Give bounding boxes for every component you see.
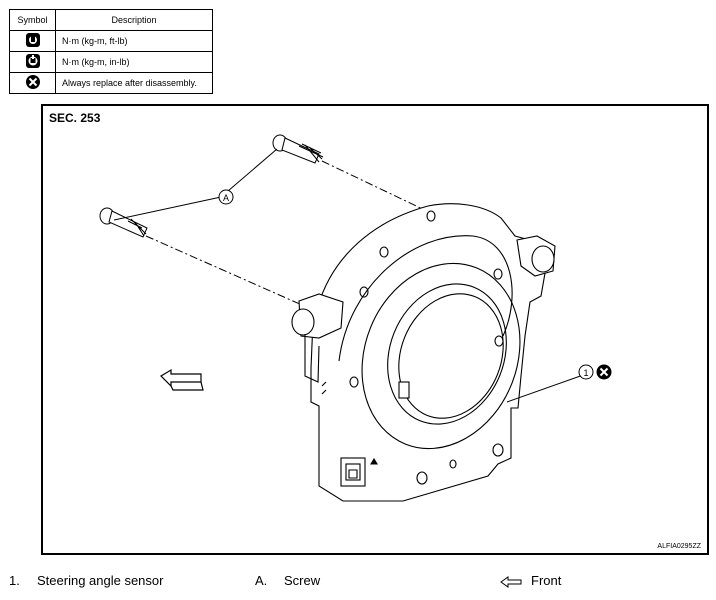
screw-upper bbox=[272, 134, 324, 164]
legend-front-label: Front bbox=[531, 573, 562, 588]
sensor-body bbox=[291, 203, 556, 502]
callout-a-label: A bbox=[223, 193, 229, 203]
symbol-row-1-description: N·m (kg-m, ft-lb) bbox=[55, 30, 213, 52]
legend-item-1-number: 1. bbox=[9, 573, 20, 588]
symbol-row-2-description: N·m (kg-m, in-lb) bbox=[55, 51, 213, 73]
front-arrow-icon bbox=[500, 576, 522, 591]
callout-1-label: 1 bbox=[583, 368, 588, 378]
legend-item-a-letter: A. bbox=[255, 573, 268, 588]
callout-a: A bbox=[218, 189, 234, 205]
diagram-frame: SEC. 253 bbox=[41, 104, 709, 555]
symbol-table: Symbol Description N·m (kg-m, ft-lb) N·m… bbox=[9, 9, 213, 94]
screw-lower bbox=[99, 207, 148, 238]
legend-item-1-label: Steering angle sensor bbox=[37, 573, 164, 588]
torque-wrench-icon bbox=[9, 30, 56, 52]
front-arrow-icon bbox=[160, 368, 204, 391]
legend-item-a-label: Screw bbox=[284, 573, 321, 588]
figure-code: ALFIA0295ZZ bbox=[657, 543, 701, 550]
header-symbol: Symbol bbox=[9, 9, 56, 31]
torque-wrench-small-icon bbox=[9, 51, 56, 73]
section-label: SEC. 253 bbox=[49, 111, 101, 125]
steering-angle-sensor-drawing: A 1 bbox=[99, 134, 612, 502]
always-replace-icon bbox=[596, 364, 612, 380]
header-description: Description bbox=[55, 9, 213, 31]
always-replace-icon bbox=[9, 72, 56, 94]
symbol-row-3-description: Always replace after disassembly. bbox=[55, 72, 213, 94]
callout-1: 1 bbox=[578, 364, 594, 380]
